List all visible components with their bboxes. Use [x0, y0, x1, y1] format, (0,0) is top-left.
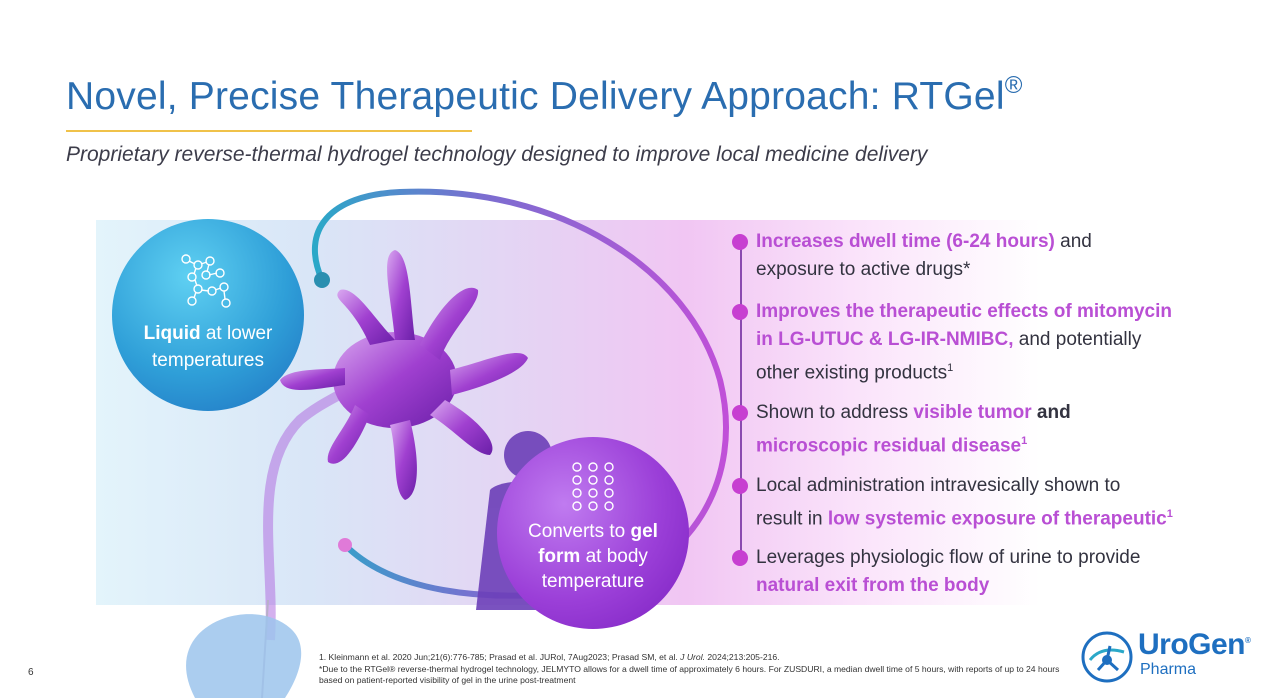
urogen-logo: UroGen® Pharma	[1080, 628, 1260, 688]
liquid-label-bold: Liquid	[143, 323, 201, 344]
gel-label-b: at body	[580, 546, 648, 567]
footnote-ref: 1	[947, 362, 954, 374]
bullet-highlight: low systemic exposure of therapeutic	[827, 508, 1167, 530]
bullet-text: and	[1054, 231, 1092, 252]
bullet-text-line3: other existing products	[756, 362, 948, 384]
glove-hand	[186, 614, 302, 698]
liquid-label-line2: temperatures	[152, 350, 264, 371]
bullet-text: Shown to address	[756, 402, 914, 423]
dwell-time-note: *Due to the RTGel® reverse-thermal hydro…	[319, 663, 1060, 686]
bullet-highlight: Increases dwell time (6-24 hours)	[756, 231, 1055, 252]
bullet-dot	[732, 405, 748, 421]
liquid-label: at lower	[200, 323, 273, 344]
bullet-highlight: natural exit from the body	[756, 575, 990, 596]
bullet-connector-line	[740, 242, 742, 558]
liquid-circle: Liquid at lower temperatures	[112, 219, 304, 411]
title-underline	[66, 130, 472, 132]
bullet-text-2: result in	[756, 508, 828, 530]
gel-label-a: Converts to	[528, 521, 631, 542]
bullet-dot	[732, 550, 748, 566]
reference-1: 1. Kleinmann et al. 2020 Jun;21(6):776-7…	[319, 652, 780, 662]
bullet-highlight: visible tumor	[913, 402, 1032, 423]
page-subtitle: Proprietary reverse-thermal hydrogel tec…	[66, 143, 928, 166]
logo-name: UroGen	[1138, 628, 1246, 661]
arc-end-dot	[338, 538, 352, 552]
logo-sub: Pharma	[1140, 661, 1197, 678]
bullet-highlight-2: microscopic residual disease	[756, 435, 1022, 457]
page-title: Novel, Precise Therapeutic Delivery Appr…	[66, 72, 1023, 118]
arc-start-dot	[314, 272, 330, 288]
bullet-highlight: Improves the therapeutic effects of mito…	[756, 301, 1172, 322]
bullet-text: Local administration intravesically show…	[756, 475, 1121, 496]
bullet-dot	[732, 304, 748, 320]
gel-label-line3: temperature	[541, 571, 645, 592]
footnote-ref: 1	[1166, 508, 1173, 520]
urogen-logo-icon	[1081, 631, 1133, 683]
bullet-highlight-2: in LG-UTUC & LG-IR-NMIBC,	[756, 329, 1014, 350]
bullet-text: and potentially	[1013, 329, 1142, 350]
bullet-and: and	[1031, 402, 1071, 423]
logo-mark: ®	[1245, 636, 1251, 645]
bullet-dot	[732, 478, 748, 494]
bullet-dot	[732, 234, 748, 250]
gel-blob	[280, 250, 528, 500]
bullet-text: Leverages physiologic flow of urine to p…	[756, 547, 1141, 568]
page-number: 6	[28, 667, 34, 678]
footnotes: 1. Kleinmann et al. 2020 Jun;21(6):776-7…	[319, 652, 1079, 687]
gel-circle: Converts to gel form at body temperature	[497, 437, 689, 629]
molecule-chain-icon	[181, 254, 231, 308]
gel-label-form: form	[538, 546, 581, 567]
bullet-text-line2: exposure to active drugs*	[756, 259, 971, 280]
footnote-ref: 1	[1021, 435, 1028, 447]
gel-label-bold: gel	[630, 521, 658, 542]
molecule-grid-icon	[572, 462, 614, 511]
